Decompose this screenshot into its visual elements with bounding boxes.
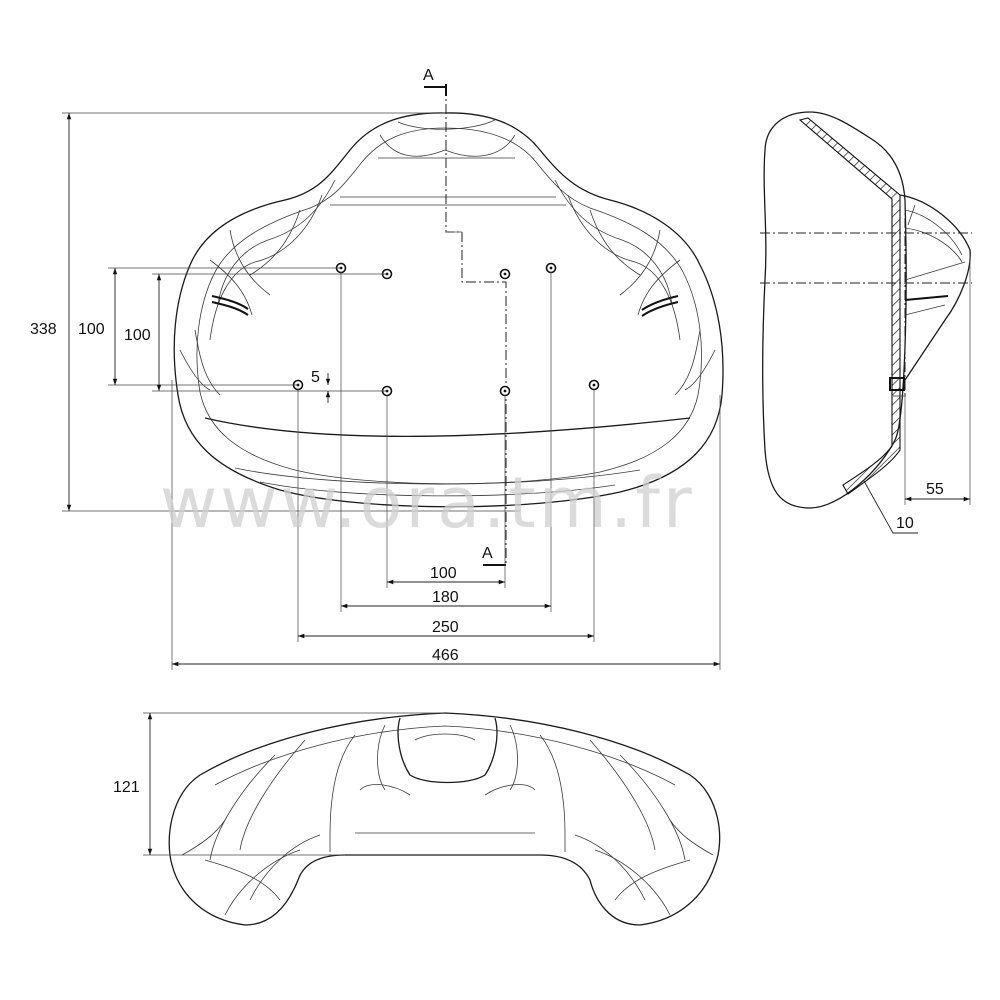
dim-shell-thickness: 10 bbox=[896, 515, 914, 532]
front-inner-contour bbox=[196, 127, 702, 485]
side-view bbox=[760, 111, 972, 509]
mounting-holes bbox=[292, 262, 600, 397]
top-outer-contour bbox=[168, 712, 721, 926]
dim-top-height: 121 bbox=[113, 779, 140, 796]
front-dimensions: 338 100 100 5 100 180 250 4 bbox=[30, 112, 721, 670]
section-line-a: A A bbox=[423, 67, 507, 566]
mounting-hole bbox=[545, 262, 557, 274]
section-label-bottom: A bbox=[482, 545, 493, 562]
dim-hole-spacing-180: 180 bbox=[432, 589, 459, 606]
dim-vertical-spacing-left: 100 bbox=[78, 321, 105, 338]
dim-overall-width: 466 bbox=[432, 647, 459, 664]
dim-hole-offset: 5 bbox=[311, 369, 320, 386]
front-outer-contour bbox=[173, 112, 724, 508]
dim-hole-spacing-100: 100 bbox=[430, 565, 457, 582]
front-view bbox=[173, 112, 724, 508]
top-view bbox=[168, 712, 721, 926]
top-dimensions: 121 bbox=[113, 712, 445, 856]
watermark-text: www.ora.tm.fr bbox=[160, 462, 695, 544]
dim-hole-spacing-250: 250 bbox=[432, 619, 459, 636]
mounting-hole bbox=[588, 379, 600, 391]
side-shell-hatch bbox=[798, 117, 901, 495]
dim-vertical-spacing-inner: 100 bbox=[124, 327, 151, 344]
side-cushion bbox=[762, 111, 907, 509]
dim-side-depth: 55 bbox=[926, 481, 944, 498]
mounting-hole bbox=[499, 268, 511, 280]
section-label-top: A bbox=[423, 67, 434, 84]
side-dimensions: 55 10 bbox=[863, 255, 971, 534]
mounting-hole bbox=[499, 385, 511, 397]
dim-overall-height: 338 bbox=[30, 321, 57, 338]
